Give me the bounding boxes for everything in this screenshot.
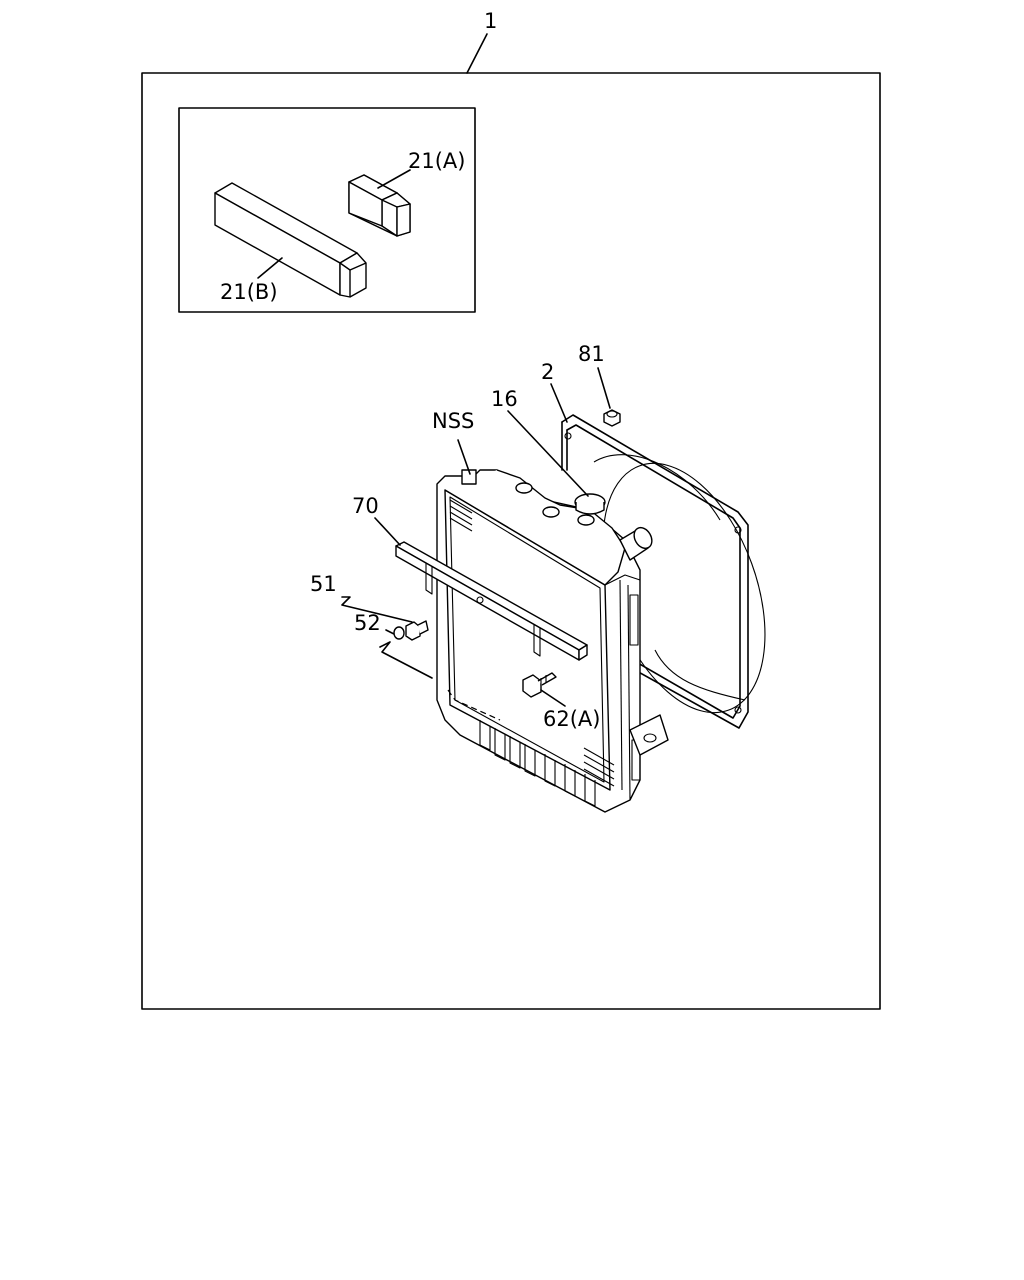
leader-2 xyxy=(550,383,568,423)
leader-81 xyxy=(597,367,611,409)
part-62a-bolt xyxy=(522,672,557,698)
callout-62a: 62(A) xyxy=(543,707,600,731)
radiator-core xyxy=(436,469,669,813)
leader-16 xyxy=(507,410,589,497)
part-81-screw xyxy=(603,409,621,427)
callout-16: 16 xyxy=(491,387,518,411)
leader-70 xyxy=(374,517,401,546)
part-70-bracket xyxy=(395,541,588,661)
leader-52 xyxy=(385,629,395,635)
callout-81: 81 xyxy=(578,342,605,366)
callout-2: 2 xyxy=(541,360,554,384)
callout-52: 52 xyxy=(354,611,381,635)
callout-51: 51 xyxy=(310,572,337,596)
part-21a-block xyxy=(348,174,411,237)
callout-21b: 21(B) xyxy=(220,280,278,304)
callout-21a: 21(A) xyxy=(408,149,465,173)
part-52-bolt xyxy=(393,620,429,641)
leader-51-lower xyxy=(379,641,433,679)
leader-21b xyxy=(257,257,283,279)
inset-frame xyxy=(178,107,476,313)
leader-nss xyxy=(457,439,471,475)
leader-1 xyxy=(466,33,488,74)
callout-70: 70 xyxy=(352,494,379,518)
assembly-frame xyxy=(141,72,881,1010)
callout-nss: NSS xyxy=(432,409,474,433)
leader-21a xyxy=(377,169,411,189)
leader-51 xyxy=(341,596,413,623)
leader-62a xyxy=(540,689,566,707)
callout-1: 1 xyxy=(484,9,497,33)
part-21b-block xyxy=(214,182,367,298)
